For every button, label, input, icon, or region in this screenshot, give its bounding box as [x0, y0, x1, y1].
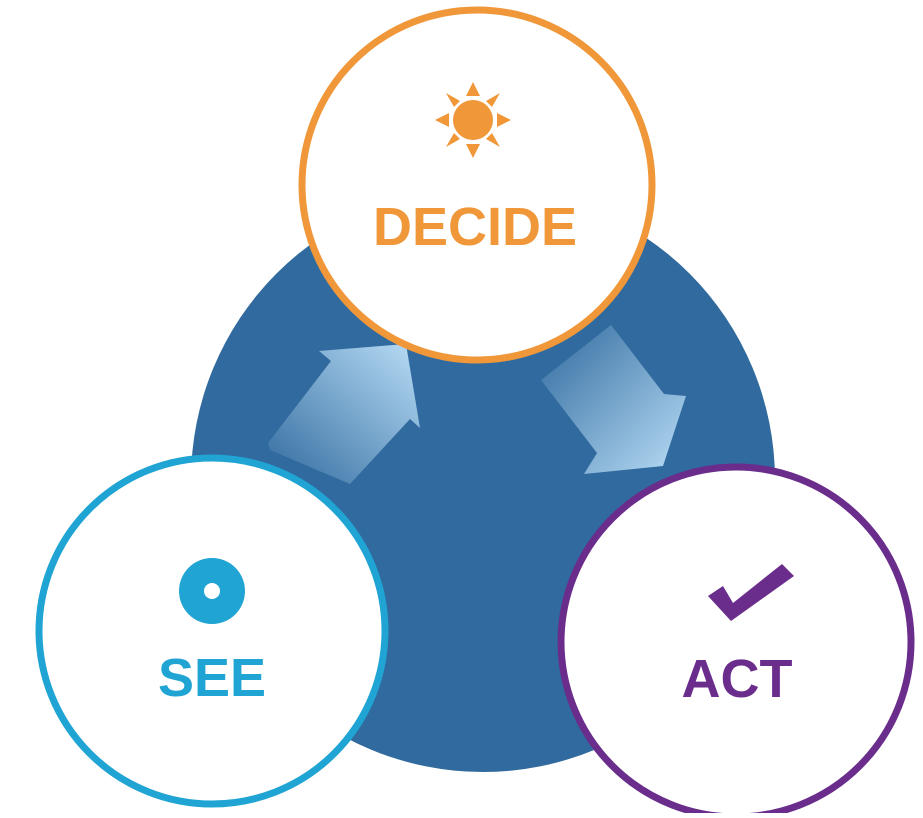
eye-icon — [179, 558, 245, 624]
see-label: SEE — [158, 648, 266, 708]
act-node: ACT — [557, 463, 915, 818]
arrow-decide-to-act — [541, 325, 686, 474]
arrow-see-to-decide — [268, 344, 420, 484]
decide-node: DECIDE — [298, 6, 656, 364]
decide-circle — [298, 6, 656, 364]
decide-label: DECIDE — [373, 197, 577, 257]
act-circle — [557, 463, 915, 818]
see-node: SEE — [35, 454, 389, 808]
act-label: ACT — [682, 649, 793, 709]
sun-icon — [435, 82, 511, 158]
see-circle — [35, 454, 389, 808]
checkmark-icon — [708, 564, 794, 621]
